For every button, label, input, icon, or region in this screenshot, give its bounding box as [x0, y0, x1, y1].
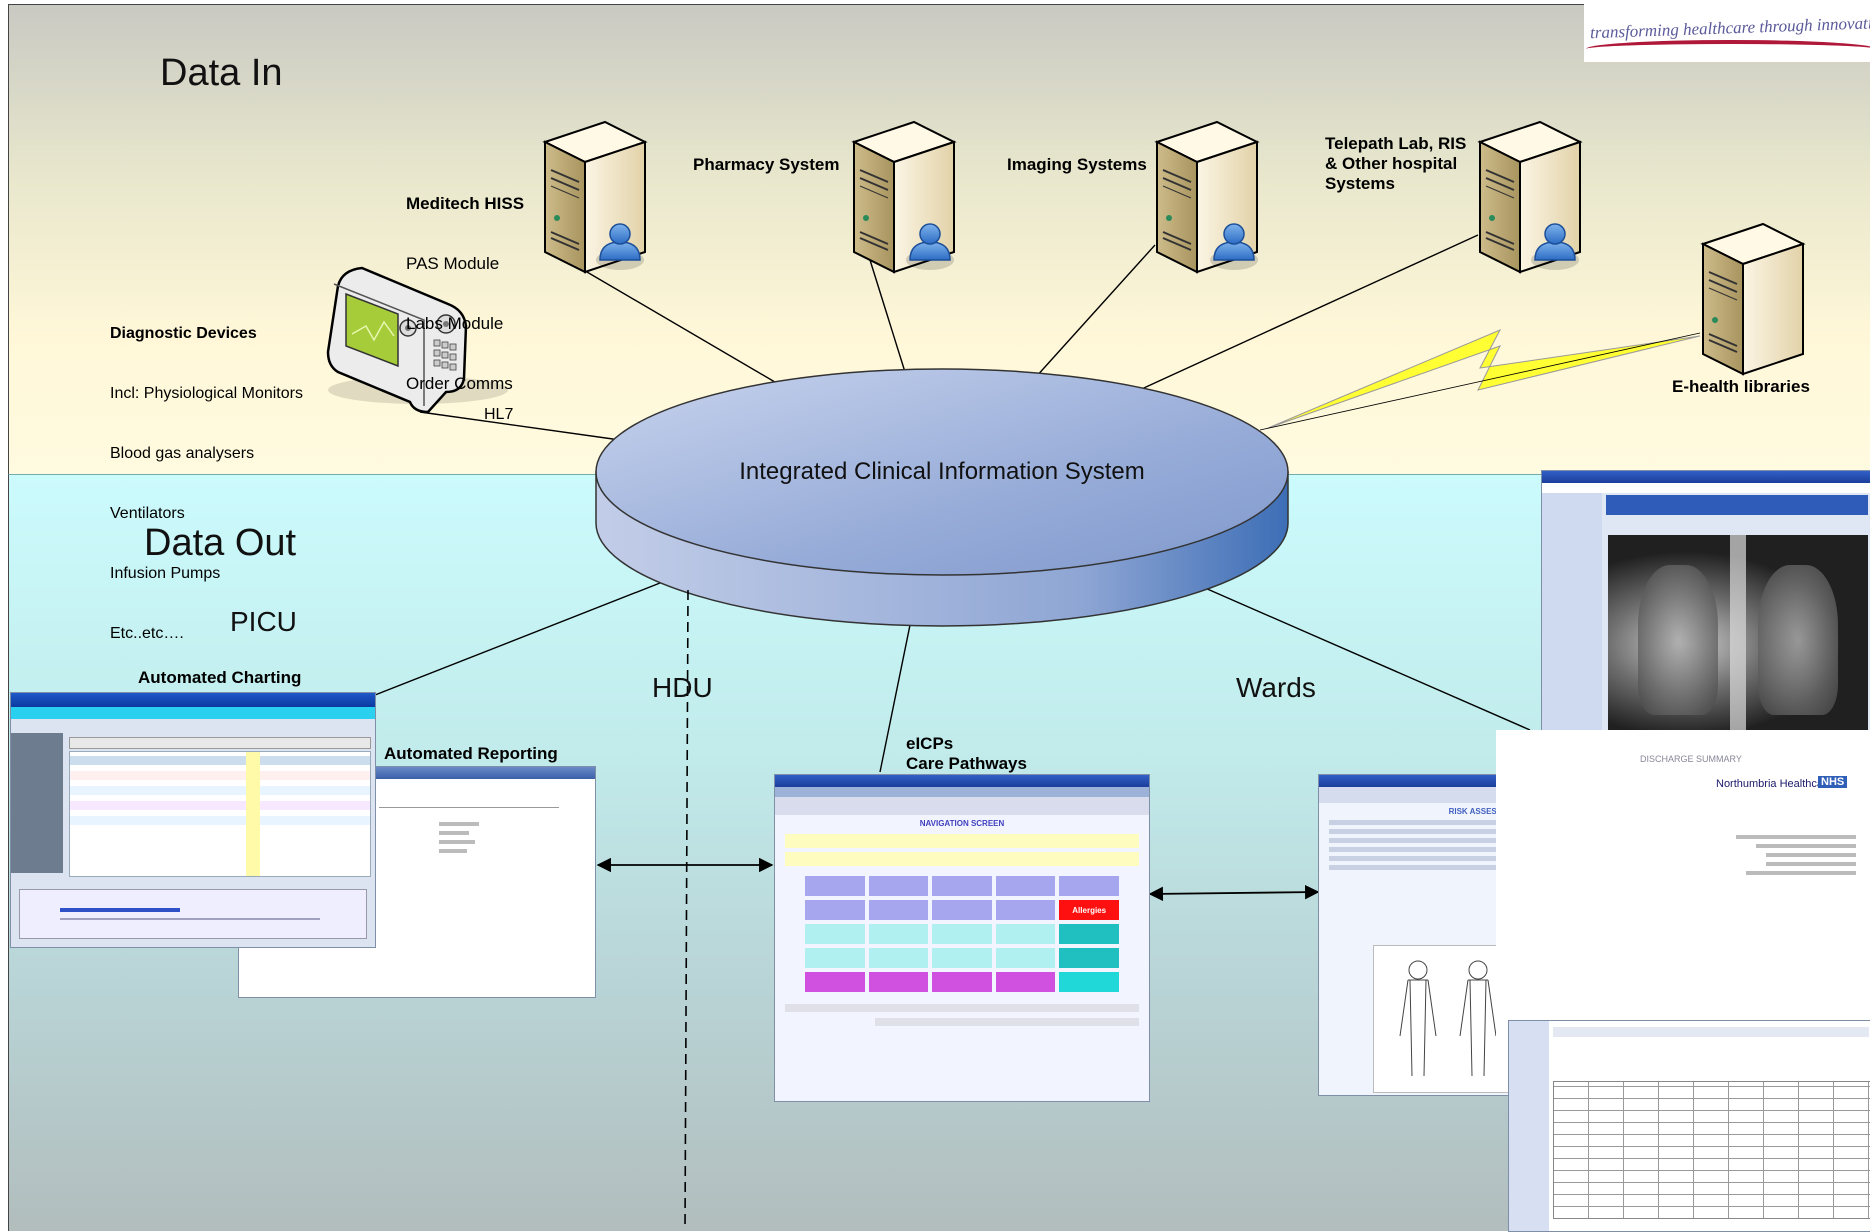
automated-reporting-label: Automated Reporting — [384, 744, 558, 763]
diagnostic-label: Diagnostic Devices Incl: Physiological M… — [110, 284, 303, 664]
allergies-box: Allergies — [1059, 900, 1119, 920]
hdu-label: HDU — [652, 672, 713, 703]
link-wards — [1204, 587, 1531, 731]
server-icon-ehealth — [1702, 223, 1804, 375]
diagnostic-line: Ventilators — [110, 505, 185, 522]
meditech-line: Order Comms — [406, 374, 513, 393]
meditech-line: Labs Module — [406, 314, 504, 333]
discharge-screenshot: DISCHARGE SUMMARY Northumbria Healthcare… — [1496, 730, 1870, 1050]
xray-screenshot — [1541, 470, 1870, 734]
hdu-divider — [684, 589, 689, 1230]
pharmacy-label: Pharmacy System — [693, 155, 840, 174]
imaging-label: Imaging Systems — [1007, 155, 1147, 174]
telepath-line: & Other hospital — [1325, 154, 1458, 173]
link-pharmacy — [869, 259, 906, 373]
logo: transforming healthcare through innovati… — [1584, 0, 1870, 62]
discharge-title: DISCHARGE SUMMARY — [1640, 754, 1742, 764]
table-screenshot — [1508, 1020, 1870, 1232]
ehealth-label: E-health libraries — [1672, 377, 1810, 396]
nhs-logo: NHS — [1818, 776, 1848, 788]
meditech-title: Meditech HISS — [406, 194, 525, 213]
meditech-line: PAS Module — [406, 254, 500, 273]
core-label: Integrated Clinical Information System — [739, 458, 1145, 485]
link-telepath — [1134, 234, 1479, 393]
telepath-line: Telepath Lab, RIS — [1325, 134, 1467, 153]
diagnostic-title: Diagnostic Devices — [110, 325, 257, 342]
navigation-title: NAVIGATION SCREEN — [919, 819, 1005, 828]
lightning-bolt — [1267, 328, 1701, 429]
monitor-device-icon — [326, 266, 508, 414]
link-diagnostic — [419, 411, 621, 441]
link-meditech — [574, 264, 781, 386]
wards-label: Wards — [1236, 672, 1316, 703]
link-picu — [374, 582, 661, 696]
navigation-screenshot: NAVIGATION SCREEN Allergies — [774, 774, 1150, 1102]
eicp-label: eICPs Care Pathways — [906, 734, 1027, 774]
arrow-eicp-wards — [1148, 884, 1320, 902]
automated-charting-label: Automated Charting — [138, 668, 302, 687]
trust-name: Northumbria Healthcare — [1716, 778, 1833, 790]
link-eicp — [879, 624, 911, 773]
meditech-label: Meditech HISS PAS Module Labs Module Ord… — [406, 154, 524, 414]
data-in-title: Data In — [160, 52, 283, 94]
telepath-line: Systems — [1325, 174, 1395, 193]
eicp-line: Care Pathways — [906, 754, 1027, 773]
hl7-label: HL7 — [484, 406, 514, 423]
diagnostic-line: Blood gas analysers — [110, 445, 255, 462]
charting-screenshot — [10, 692, 376, 948]
link-imaging — [1034, 244, 1156, 379]
diagnostic-line: Incl: Physiological Monitors — [110, 385, 303, 402]
telepath-label: Telepath Lab, RIS & Other hospital Syste… — [1325, 134, 1466, 194]
picu-label: PICU — [230, 606, 297, 637]
eicp-line: eICPs — [906, 734, 954, 753]
diagnostic-line: Etc..etc…. — [110, 625, 184, 642]
diagnostic-line: Infusion Pumps — [110, 565, 221, 582]
data-out-title: Data Out — [144, 522, 297, 564]
core-system — [595, 368, 1289, 627]
